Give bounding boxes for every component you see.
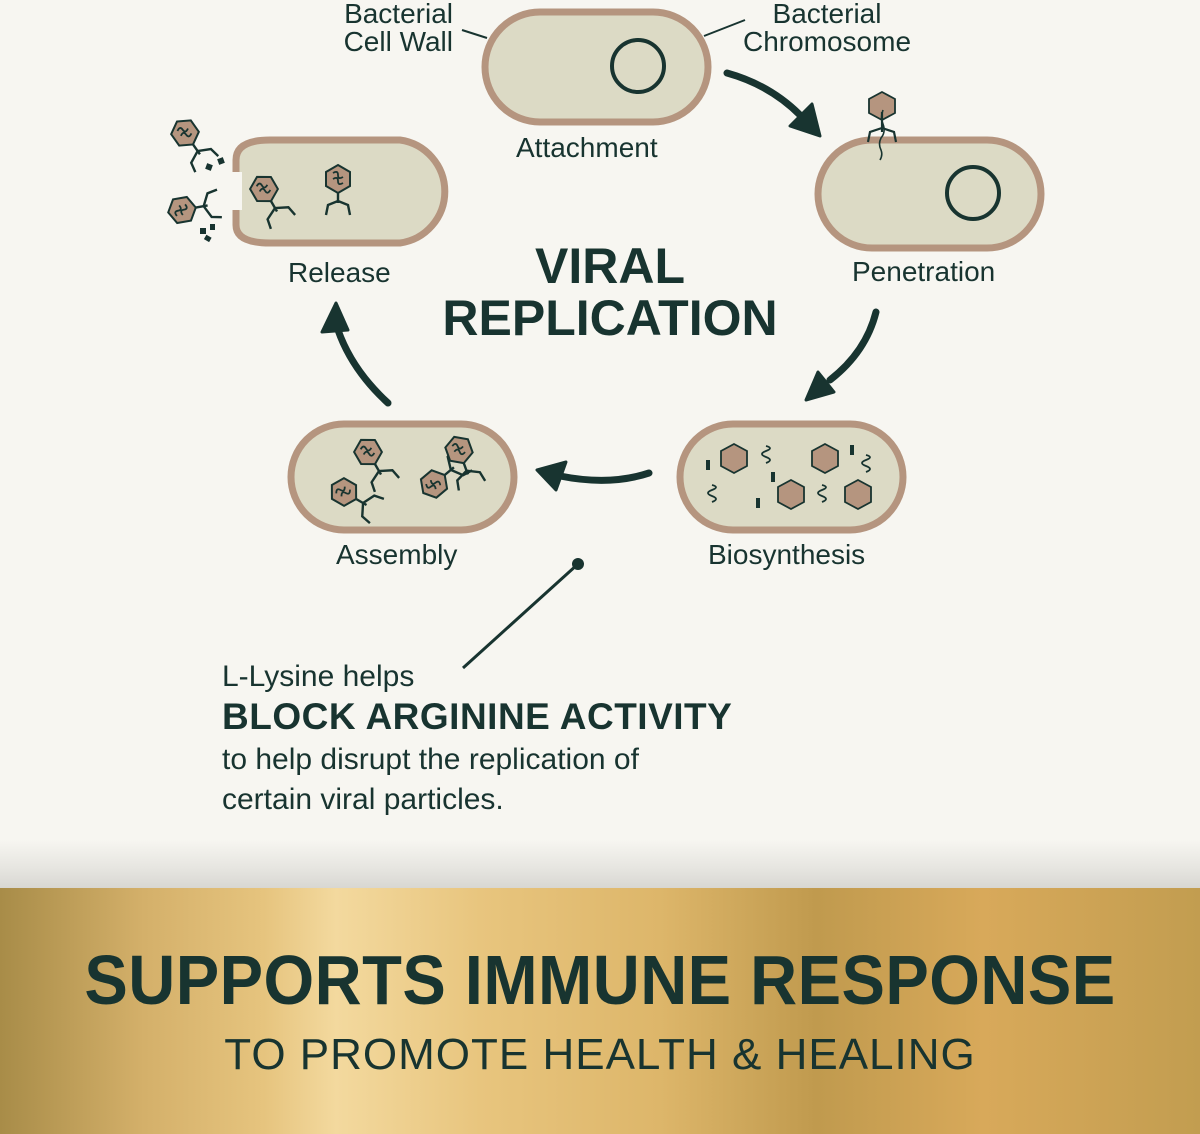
gold-banner: SUPPORTS IMMUNE RESPONSE TO PROMOTE HEAL… — [0, 888, 1200, 1134]
tail-fragment-icon — [756, 498, 760, 508]
cell-wall-callout-line1: Bacterial — [344, 0, 453, 29]
arrowhead-icon — [535, 460, 568, 492]
capsid-icon — [844, 478, 872, 511]
arrowhead-icon — [320, 301, 350, 334]
cycle-arrows — [334, 69, 880, 484]
phage-icon — [866, 90, 898, 161]
debris-icon — [203, 234, 212, 243]
stage-label-release: Release — [288, 257, 391, 288]
info-body-line1: to help disrupt the replication of — [222, 743, 639, 776]
phage-icon — [245, 169, 297, 230]
chromosome-callout-line2: Chromosome — [742, 26, 912, 57]
info-headline: BLOCK ARGININE ACTIVITY — [222, 696, 733, 737]
tail-fragment-icon — [706, 460, 710, 470]
phage-icon — [349, 432, 401, 493]
arrowhead-icon — [804, 370, 836, 402]
phage-icon — [441, 431, 487, 491]
cell-release — [165, 113, 449, 247]
diagram-title: VIRAL REPLICATION — [400, 240, 820, 344]
phage-icon — [324, 164, 352, 216]
dna-strand-icon — [861, 454, 871, 473]
arrow-penetration-to-biosynthesis — [826, 308, 880, 384]
chromosome-icon — [610, 38, 666, 94]
debris-icon — [200, 228, 206, 234]
phage-icon — [165, 188, 222, 226]
stage-label-biosynthesis: Biosynthesis — [708, 539, 866, 570]
chromosome-callout-line1: Bacterial — [772, 0, 882, 29]
phage-icon — [166, 113, 220, 173]
cell-attachment — [461, 8, 746, 126]
info-intro: L-Lysine helps — [222, 660, 415, 693]
lysine-info: L-Lysine helps BLOCK ARGININE ACTIVITY t… — [222, 660, 732, 820]
banner-shadow — [0, 840, 1200, 888]
cell-wall-pointer — [461, 29, 488, 39]
info-body-line2: certain viral particles. — [222, 783, 504, 816]
stage-label-attachment: Attachment — [516, 132, 658, 163]
dna-strand-icon — [817, 484, 827, 503]
chromosome-callout: Bacterial Chromosome — [732, 0, 922, 56]
cell-wall-callout: Bacterial Cell Wall — [333, 0, 453, 56]
tail-fragment-icon — [850, 445, 854, 455]
info-pointer — [461, 558, 584, 670]
capsid-icon — [777, 478, 805, 511]
tail-fragment-icon — [771, 472, 775, 482]
viral-replication-diagram — [165, 8, 1045, 670]
diagram-title-line2: REPLICATION — [442, 290, 778, 346]
banner-headline: SUPPORTS IMMUNE RESPONSE — [84, 941, 1116, 1019]
cell-penetration — [814, 90, 1045, 252]
arrowhead-icon — [788, 102, 822, 138]
banner-subheadline: TO PROMOTE HEALTH & HEALING — [224, 1030, 976, 1079]
cell-wall-callout-line2: Cell Wall — [343, 26, 453, 57]
arrow-biosynthesis-to-assembly — [556, 469, 653, 484]
debris-icon — [210, 224, 215, 230]
phage-icon — [324, 473, 385, 525]
arrow-assembly-to-release — [334, 326, 392, 407]
diagram-title-line1: VIRAL — [535, 238, 685, 294]
debris-icon — [217, 157, 225, 165]
chromosome-pointer — [703, 19, 746, 37]
cell-biosynthesis — [676, 420, 907, 534]
cell-assembly — [287, 420, 518, 534]
debris-icon — [205, 163, 213, 171]
dna-strand-icon — [761, 445, 771, 464]
stage-label-penetration: Penetration — [852, 256, 996, 287]
capsid-icon — [720, 442, 748, 475]
stage-label-assembly: Assembly — [336, 539, 458, 570]
dna-strand-icon — [707, 484, 717, 503]
chromosome-icon — [945, 165, 1001, 221]
arrow-attachment-to-penetration — [723, 69, 804, 119]
capsid-icon — [811, 442, 839, 475]
